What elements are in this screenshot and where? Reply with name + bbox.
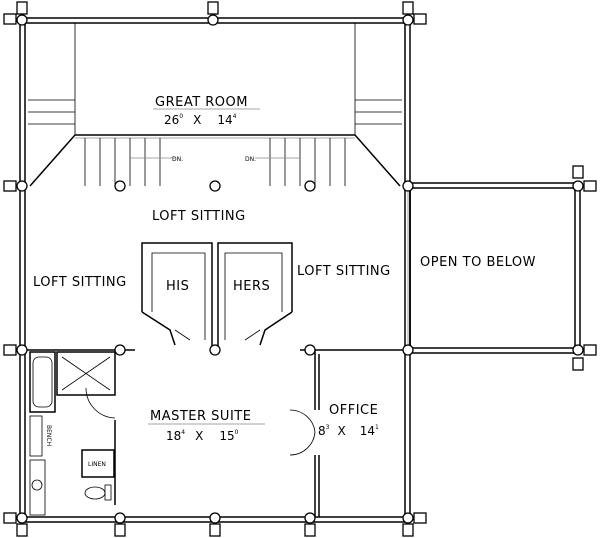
- open-to-below-label: OPEN TO BELOW: [420, 255, 536, 270]
- closets: [141, 242, 293, 350]
- stairs-right: [255, 99, 402, 186]
- his-label: HIS: [166, 279, 189, 294]
- great-room-label: GREAT ROOM: [155, 95, 248, 110]
- loft-sitting-center-label: LOFT SITTING: [152, 209, 246, 224]
- hers-label: HERS: [233, 279, 270, 294]
- office-label: OFFICE: [329, 403, 378, 418]
- log-posts: [3, 1, 597, 537]
- stair-down-right: DN.: [245, 156, 256, 163]
- stairs-left: [28, 99, 175, 186]
- master-suite-label: MASTER SUITE: [150, 409, 251, 424]
- bench-label: BENCH: [45, 425, 52, 446]
- loft-sitting-left-label: LOFT SITTING: [33, 275, 127, 290]
- linen-label: LINEN: [88, 461, 106, 468]
- office-door: [289, 409, 316, 456]
- great-room-opening: [29, 23, 401, 187]
- bathroom: [29, 351, 116, 516]
- stair-down-left: DN.: [172, 156, 183, 163]
- loft-sitting-right-label: LOFT SITTING: [297, 264, 391, 279]
